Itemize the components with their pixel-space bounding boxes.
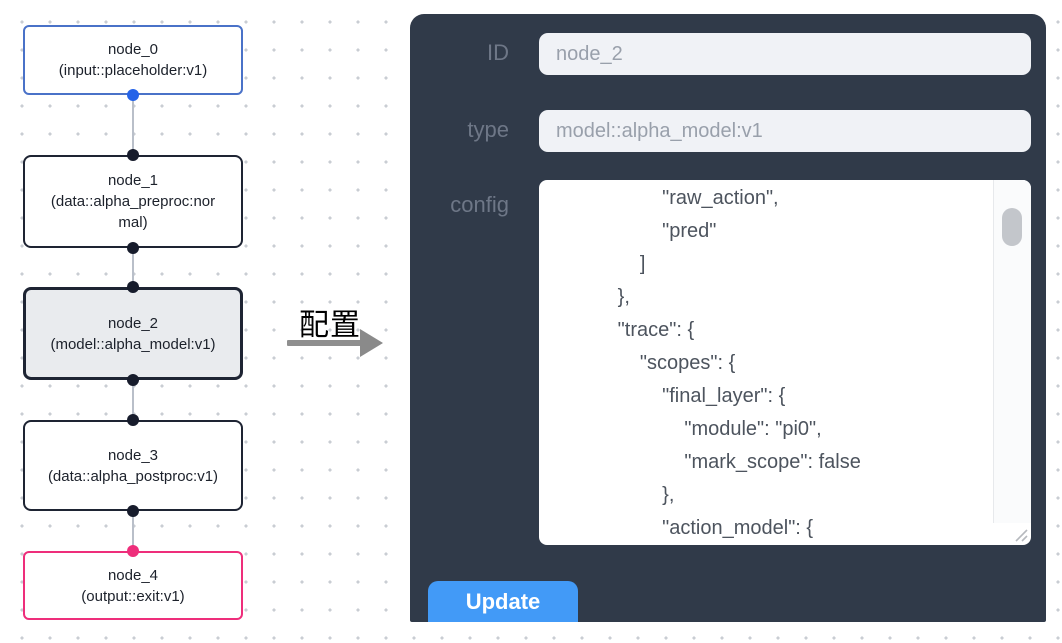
config-scrollbar-thumb[interactable] — [1002, 208, 1022, 246]
flow-node-node0[interactable]: node_0 (input::placeholder:v1) — [23, 25, 243, 95]
edge-node1-node2 — [132, 248, 134, 287]
node-label: node_3 — [107, 446, 159, 464]
handle-node3-source[interactable] — [127, 505, 139, 517]
node-config-panel: ID type config "raw_action", "pred" ] },… — [410, 14, 1046, 622]
right-arrow-icon — [360, 329, 383, 357]
flow-node-node3[interactable]: node_3 (data::alpha_postproc:v1) — [23, 420, 243, 511]
node-type: (data::alpha_postproc:v1) — [47, 467, 219, 485]
handle-node1-target[interactable] — [127, 149, 139, 161]
handle-node2-source[interactable] — [127, 374, 139, 386]
node-type: (input::placeholder:v1) — [58, 62, 208, 79]
edge-node0-node1 — [132, 95, 134, 155]
type-input[interactable] — [539, 110, 1031, 152]
node-label: node_1 — [107, 172, 159, 189]
handle-node2-target[interactable] — [127, 281, 139, 293]
flow-node-node1[interactable]: node_1 (data::alpha_preproc:normal) — [23, 155, 243, 248]
node-type: (output::exit:v1) — [81, 587, 185, 605]
handle-node3-target[interactable] — [127, 414, 139, 426]
right-arrow-shaft — [287, 340, 365, 346]
edge-node2-node3 — [132, 380, 134, 420]
node-label: node_2 — [107, 314, 159, 332]
config-field-label: config — [450, 192, 509, 217]
id-input[interactable] — [539, 33, 1031, 75]
handle-node1-source[interactable] — [127, 242, 139, 254]
node-label: node_4 — [107, 566, 159, 584]
node-type: (data::alpha_preproc:normal) — [50, 193, 216, 231]
node-label: node_0 — [107, 41, 159, 58]
edge-node3-node4 — [132, 511, 134, 551]
update-button[interactable]: Update — [428, 581, 578, 622]
node-type: (model::alpha_model:v1) — [50, 335, 216, 353]
id-field-label: ID — [487, 40, 509, 65]
handle-node0-source[interactable] — [127, 89, 139, 101]
textarea-resize-handle-icon[interactable] — [1012, 526, 1028, 542]
flow-node-node4[interactable]: node_4 (output::exit:v1) — [23, 551, 243, 620]
config-scrollbar-track[interactable] — [993, 180, 1031, 523]
flow-node-node2-selected[interactable]: node_2 (model::alpha_model:v1) — [23, 287, 243, 380]
handle-node4-target[interactable] — [127, 545, 139, 557]
config-textarea[interactable]: "raw_action", "pred" ] }, "trace": { "sc… — [539, 180, 1031, 545]
configure-annotation-label: 配置 — [299, 309, 361, 342]
type-field-label: type — [467, 117, 509, 142]
config-json-content[interactable]: "raw_action", "pred" ] }, "trace": { "sc… — [617, 187, 861, 539]
